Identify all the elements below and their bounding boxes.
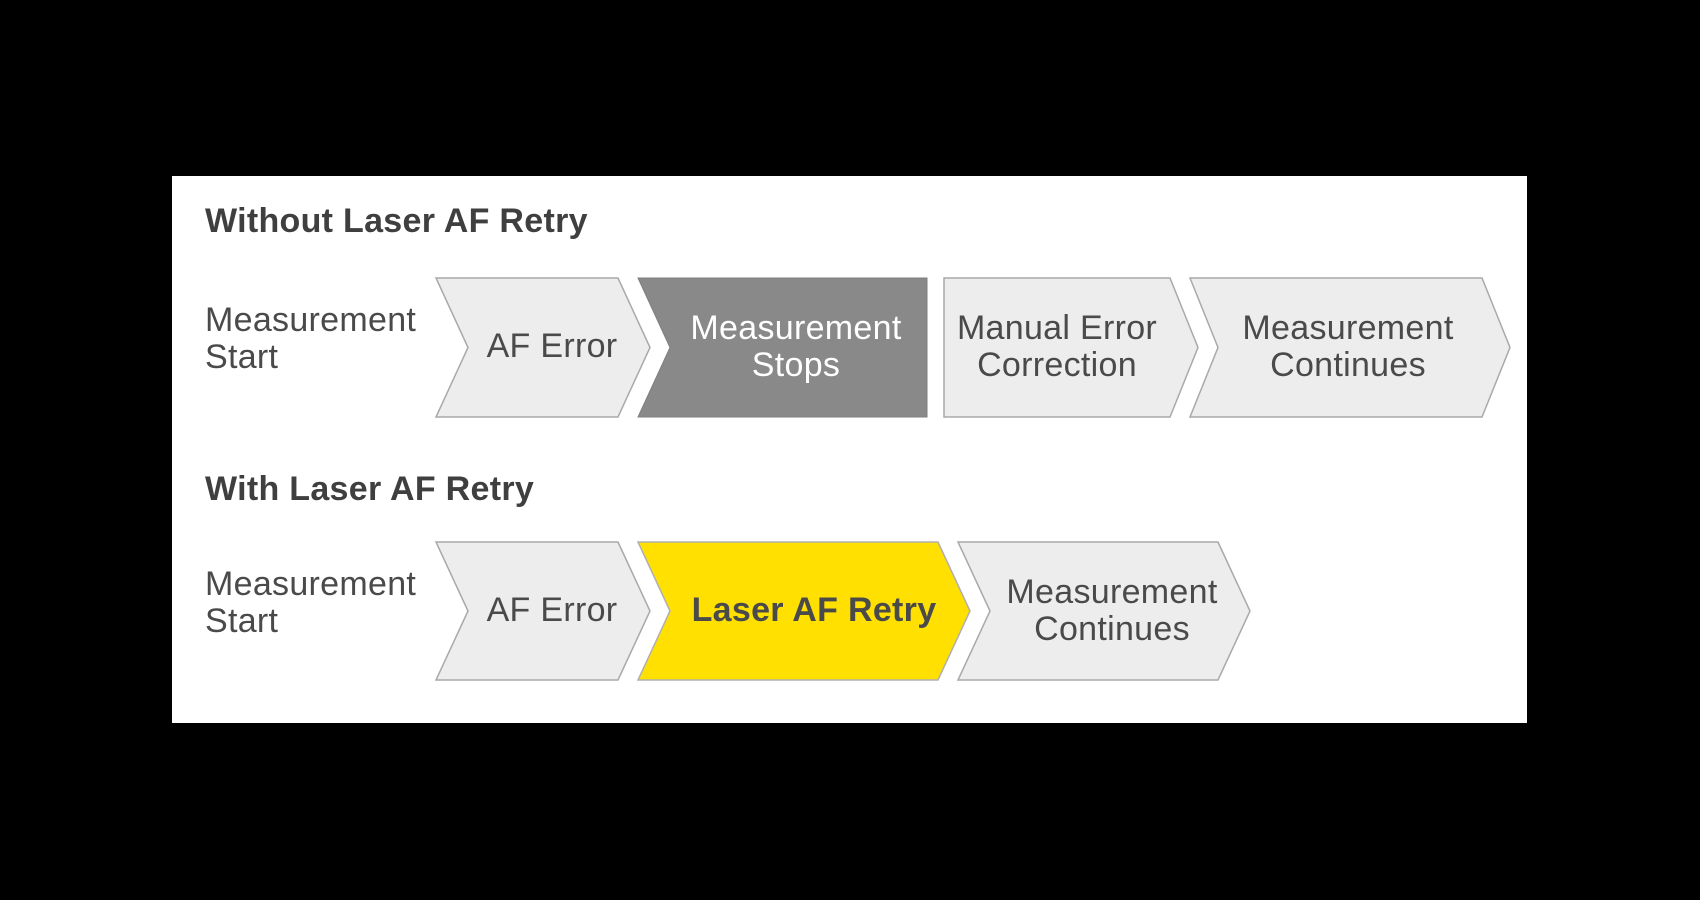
step-label-measurement-continues-2: Measurement Continues [962,574,1262,648]
step-label-af-error-2: AF Error [486,591,618,629]
start-label-line1: Measurement [205,301,417,339]
step-label-line2: Stops [751,346,841,384]
start-label-line2: Start [205,338,279,376]
start-label-with: Measurement Start [205,566,416,640]
diagram-panel: Without Laser AF Retry Measurement Start… [172,176,1527,723]
step-label-af-error-1: AF Error [486,327,618,365]
start-label-without: Measurement Start [205,302,416,376]
shape-af-error-1 [434,277,651,418]
shape-measurement-continues-1 [1188,277,1511,418]
start-label-line2: Start [205,602,279,640]
shape-measurement-continues-2 [956,541,1251,681]
start-label-line1: Measurement [205,565,417,603]
step-label-line2: Continues [1270,346,1426,384]
step-label-line2: Continues [1034,610,1190,648]
step-label-line1: Manual Error [956,309,1158,347]
flow-without [434,277,1511,418]
step-label-line1: Measurement [1006,573,1218,611]
flow-shapes [434,277,1511,681]
shape-af-error-2 [434,541,651,681]
shape-manual-error-correction [943,277,1199,418]
step-label-line1: Measurement [1242,309,1454,347]
shape-measurement-stops [637,277,928,418]
step-label-measurement-stops: Measurement Stops [666,310,926,384]
step-label-line1: Measurement [690,309,902,347]
shape-laser-af-retry [636,541,971,681]
step-label-measurement-continues-1: Measurement Continues [1198,310,1498,384]
step-label-laser-af-retry: Laser AF Retry [691,591,937,629]
step-label-line2: Correction [977,346,1137,384]
step-label-manual-error-correction: Manual Error Correction [921,310,1193,384]
flow-with [434,541,1251,681]
section-title-without: Without Laser AF Retry [205,202,588,240]
section-title-with: With Laser AF Retry [205,470,535,508]
